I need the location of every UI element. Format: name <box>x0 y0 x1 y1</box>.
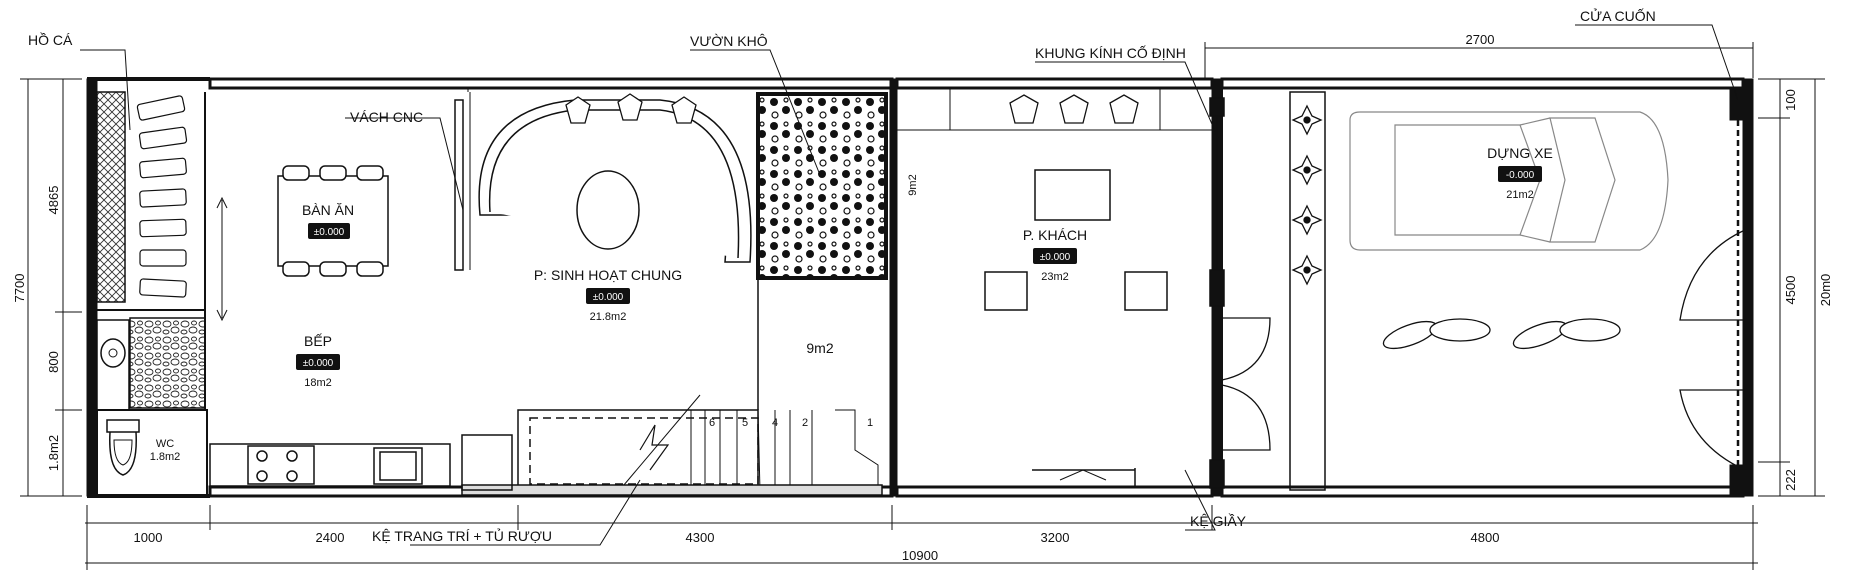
door-swings <box>1221 229 1746 471</box>
dim-right-total: 20m0 <box>1818 274 1833 307</box>
stair-numbers: 1 2 4 5 6 <box>709 417 873 429</box>
annotation-ke-trang-tri: KỆ TRANG TRÍ + TỦ RƯỢU <box>372 527 552 544</box>
living-room-furniture <box>897 88 1212 487</box>
label-bep: BẾP <box>304 333 332 349</box>
dry-garden <box>756 92 888 410</box>
dim-bottom: 3200 <box>1041 530 1070 545</box>
stair-number: 4 <box>772 417 778 429</box>
annotations <box>80 24 1739 546</box>
sofa <box>478 93 752 263</box>
area-dung-xe: 21m2 <box>1506 189 1534 201</box>
fish-pond <box>96 91 206 410</box>
dim-right: 100 <box>1783 89 1798 111</box>
cnc-partition <box>454 92 471 271</box>
label-stair-area: 9m2 <box>806 340 833 356</box>
dim-right: 4500 <box>1783 276 1798 305</box>
stair-number: 6 <box>709 417 715 429</box>
dimension-labels: 1000 2400 4300 3200 4800 10900 2700 7700… <box>12 32 1833 563</box>
plants <box>1291 104 1323 286</box>
dimension-lines <box>20 42 1825 570</box>
stair-number: 1 <box>867 417 873 429</box>
dim-right: 222 <box>1783 469 1798 491</box>
label-sinh-hoat: P: SINH HOẠT CHUNG <box>534 267 682 283</box>
level-ban-an: ±0.000 <box>314 227 345 238</box>
kitchen-counter <box>209 443 451 487</box>
label-khach-depth: 9m2 <box>907 174 919 195</box>
level-khach: ±0.000 <box>1040 252 1071 263</box>
motorbikes <box>1382 318 1621 350</box>
dim-bottom: 2400 <box>316 530 345 545</box>
area-khach: 23m2 <box>1041 271 1069 283</box>
dim-left: 1.8m2 <box>46 435 61 471</box>
area-bep: 18m2 <box>304 377 332 389</box>
wc-room <box>96 319 208 497</box>
annotation-vuon-kho: VƯỜN KHÔ <box>690 33 768 49</box>
garage <box>1289 91 1669 491</box>
annotation-vach-cnc: VÁCH CNC <box>350 109 423 125</box>
rolling-door <box>1729 89 1747 496</box>
annotation-labels: HỒ CÁ VÁCH CNC VƯỜN KHÔ KHUNG KÍNH CỐ ĐỊ… <box>28 7 1656 544</box>
dim-bottom: 1000 <box>134 530 163 545</box>
staircase <box>461 394 883 496</box>
label-khach: P. KHÁCH <box>1023 227 1087 243</box>
annotation-cua-cuon: CỬA CUỐN <box>1580 7 1656 24</box>
dim-left-total: 7700 <box>12 274 27 303</box>
dining-table <box>277 165 389 277</box>
level-sinh-hoat: ±0.000 <box>593 292 624 303</box>
door-arrow <box>216 196 228 322</box>
level-dung-xe: -0.000 <box>1506 170 1535 181</box>
label-ban-an: BÀN ĂN <box>302 202 354 218</box>
area-wc: 1.8m2 <box>150 451 181 463</box>
stair-number: 2 <box>802 417 808 429</box>
room-labels: BÀN ĂN ±0.000 BẾP ±0.000 18m2 P: SINH HO… <box>150 145 1553 463</box>
dim-total: 10900 <box>902 548 938 563</box>
area-sinh-hoat: 21.8m2 <box>590 311 627 323</box>
dim-left: 4865 <box>46 186 61 215</box>
dim-bottom: 4800 <box>1471 530 1500 545</box>
dim-bottom: 4300 <box>686 530 715 545</box>
label-wc: WC <box>156 438 174 450</box>
dim-top: 2700 <box>1466 32 1495 47</box>
fixed-glass-frame <box>1209 97 1225 489</box>
annotation-ho-ca: HỒ CÁ <box>28 31 73 48</box>
annotation-ke-giay: KỆ GIẦY <box>1190 513 1247 529</box>
annotation-khung-kinh: KHUNG KÍNH CỐ ĐỊNH <box>1035 44 1186 61</box>
stair-number: 5 <box>742 417 748 429</box>
label-dung-xe: DỰNG XE <box>1487 145 1553 161</box>
dim-left: 800 <box>46 351 61 373</box>
level-bep: ±0.000 <box>303 358 334 369</box>
